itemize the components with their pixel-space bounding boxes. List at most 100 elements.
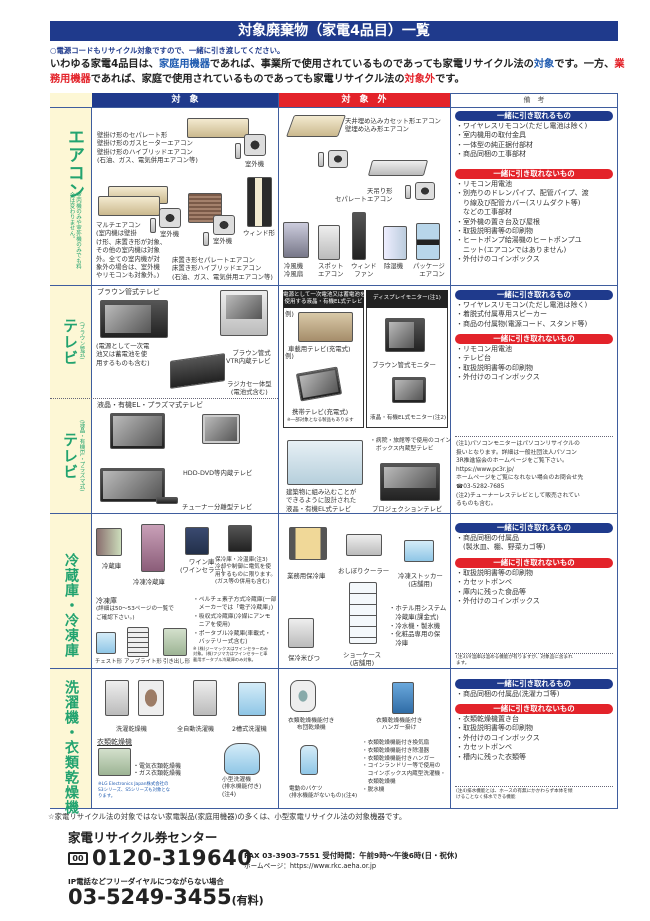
text-line: (石油、ガス、電気併用エアコン等) bbox=[97, 156, 198, 165]
layout-block bbox=[299, 370, 339, 398]
power-cord-note: ○電源コードもリサイクル対象ですので、一緒に引き渡してください。 bbox=[50, 46, 285, 55]
text-line: ・外付けのコインボックス bbox=[456, 255, 540, 264]
built-in-tv-image bbox=[287, 440, 363, 485]
text-line: 用するものも含む) bbox=[96, 358, 150, 367]
text-line: 用するものに限ります。 bbox=[215, 571, 276, 578]
remote-image bbox=[318, 152, 324, 167]
can-collect-label: 一緒に引き取れるもの bbox=[455, 290, 613, 300]
text-line: できるように設計された bbox=[286, 496, 357, 505]
text-line: (電源として一次電 bbox=[96, 342, 150, 350]
text-line: 壁掛け形のハイブリッドエアコン bbox=[97, 147, 193, 156]
text-line: 壁掛け形のガスヒーターエアコン bbox=[97, 139, 193, 148]
text-line: ・リモコン用電池 bbox=[456, 180, 512, 188]
homepage-link[interactable]: ホームページ：https://www.rkc.aeha.or.jp bbox=[244, 862, 377, 870]
text-line: 小型洗濯機 bbox=[222, 777, 251, 783]
chest-freezer-image bbox=[96, 632, 116, 654]
layout-block bbox=[455, 436, 613, 437]
cannot-collect-label: 一緒に引き取れないもの bbox=[455, 334, 613, 344]
upright-label: アップライト形 bbox=[124, 659, 162, 665]
text-line: その他の室内機は対象 bbox=[96, 246, 160, 255]
ceiling-aircon-label: 天吊り形セパレートエアコン bbox=[335, 187, 393, 204]
text-line: ・ワイヤレスリモコン(ただし電池は除く) bbox=[456, 122, 588, 130]
text-line: ファン bbox=[354, 270, 374, 279]
intro-part: であれば、家庭で使用されているものであっても家電リサイクル法の bbox=[90, 74, 405, 85]
outdoor-unit-image bbox=[328, 150, 348, 168]
text-line: ラジカセ一体型 bbox=[227, 380, 272, 388]
text-line: パッケージ bbox=[413, 262, 445, 270]
showcase-image bbox=[349, 582, 377, 644]
washer-cannot-list: ・衣類乾燥機置き台・取扱説明書等の印刷物・外付けのコインボックス・カセットボンベ… bbox=[456, 715, 616, 762]
auto-washer-image bbox=[193, 680, 217, 716]
freezer-stocker-image bbox=[404, 540, 434, 562]
cannot-collect-label: 一緒に引き取れないもの bbox=[455, 169, 613, 179]
hdd-tv-label: HDD-DVD等内蔵テレビ bbox=[183, 469, 253, 477]
text-line: ・一体型の純正据付部材 bbox=[456, 140, 533, 149]
text-line: ※ (株)ジーマックスはワインセラーのみ bbox=[193, 646, 268, 651]
free-dial-number[interactable]: 0120-319640 bbox=[92, 846, 253, 870]
tv-crt-sub: (ブラウン管式) bbox=[78, 322, 85, 360]
multi-aircon-image bbox=[98, 196, 160, 216]
outdoor-unit-label: 室外機 bbox=[245, 160, 265, 168]
projection-tv-label: プロジェクションテレビ bbox=[372, 505, 443, 513]
text-line: ・ペルチェ素子方式冷蔵庫(一部 bbox=[193, 597, 277, 603]
text-line: 載用ポータブル冷蔵庫のみ対象。 bbox=[193, 656, 256, 662]
text-line: ・商品同梱の工事部材 bbox=[456, 150, 526, 159]
text-line: バッテリー式含む) bbox=[193, 639, 248, 646]
fridge-label: 冷蔵庫 bbox=[102, 562, 122, 570]
text-line: ・庫内に残った食品等 bbox=[456, 587, 526, 596]
layout-block bbox=[103, 471, 162, 499]
text-line: ・外付けのコインボックス bbox=[456, 597, 540, 606]
text-line: ハンガー掛け bbox=[381, 725, 417, 732]
fridge-non-target-list: ・ホテル用システム 冷蔵庫(課金式)・冷水機・製氷機・化粧品専用の保 冷庫 bbox=[389, 604, 446, 648]
text-line: 衣類乾燥機能付き bbox=[288, 718, 335, 724]
wine-cellar-image bbox=[185, 527, 209, 555]
paid-phone-number[interactable]: 03-5249-3455(有料) bbox=[68, 885, 264, 909]
business-cooler-label: 業務用保冷庫 bbox=[287, 572, 326, 580]
chest-label: チェスト形 bbox=[95, 659, 122, 665]
tuner-box-image bbox=[156, 497, 178, 504]
dryer-list: ・電気衣類乾燥機・ガス衣類乾燥機 bbox=[133, 763, 181, 778]
free-dial-icon: 00 bbox=[68, 852, 88, 865]
text-line: り線及び配管カバー(スリムダクト等) bbox=[456, 198, 581, 207]
text-line: (詳細は50～53ページの一覧で bbox=[96, 606, 174, 613]
text-line: ・室内機用の取付金具 bbox=[456, 131, 526, 140]
outdoor-unit-image bbox=[244, 134, 266, 156]
text-line: ※LG Electronics Japan株式会社の bbox=[98, 782, 169, 787]
dehumidifier-image bbox=[383, 226, 407, 260]
text-line: 冷凍ストッカー bbox=[398, 572, 443, 580]
text-line: 電源として一次電池又は蓄電池を bbox=[283, 292, 366, 298]
text-line: るものも含む。 bbox=[456, 501, 497, 508]
drawer-freezer-image bbox=[163, 628, 187, 656]
paid-number[interactable]: 03-5249-3455 bbox=[68, 885, 232, 909]
text-line: ・外付けのコインボックス bbox=[456, 373, 540, 382]
ceiling-aircon-image bbox=[367, 160, 429, 176]
display-monitor-box bbox=[366, 290, 448, 428]
text-line: ・衣類乾燥機能付きハンガー bbox=[362, 755, 435, 762]
text-line: 象外の場合は、室外機 bbox=[96, 263, 160, 272]
text-line: ニアを使用) bbox=[193, 622, 231, 629]
text-line: ・電気衣類乾燥機 bbox=[133, 763, 182, 770]
drawer-label: 引き出し形 bbox=[163, 659, 190, 665]
twin-tub-washer-label: 2槽式洗濯機 bbox=[232, 726, 267, 733]
non-target-label: ウィンドファン bbox=[351, 262, 377, 279]
cannot-collect-label: 一緒に引き取れないもの bbox=[455, 558, 613, 568]
text-line: コインボックス内蔵型洗濯機・ bbox=[362, 771, 446, 778]
non-target-label: パッケージエアコン bbox=[413, 262, 445, 279]
text-line: エアコン bbox=[318, 270, 344, 279]
text-line: ・槽内に残った衣類等 bbox=[456, 752, 526, 761]
text-line: ・別売りのドレンパイプ、配管パイプ、渡 bbox=[456, 189, 589, 198]
fridge-freezer-image bbox=[141, 524, 165, 572]
example-label: 例) bbox=[285, 352, 294, 360]
hdd-tv-image bbox=[202, 414, 240, 444]
text-line: (注3)冷温庫は温める機能が有りますが、対象品に含まれ bbox=[456, 655, 573, 660]
layout-block bbox=[50, 513, 618, 514]
outdoor-unit-label: 室外機 bbox=[160, 230, 180, 238]
intro-target: 対象 bbox=[533, 59, 555, 70]
text-line: ・取扱説明書等の印刷物 bbox=[456, 569, 533, 577]
text-line: ます。 bbox=[456, 661, 470, 666]
crt-monitor-image bbox=[385, 318, 425, 352]
text-line: ・商品同梱の付属品(洗濯カゴ等) bbox=[456, 690, 560, 698]
package-aircon-image bbox=[416, 223, 440, 260]
lcd-tv-image bbox=[110, 413, 165, 449]
